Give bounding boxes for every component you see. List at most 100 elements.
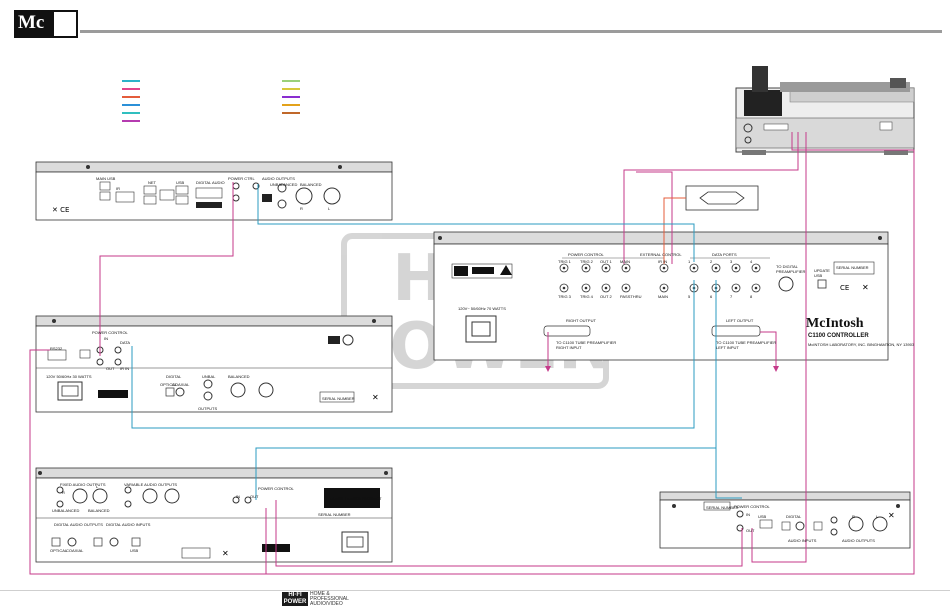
logo-text: Mc bbox=[18, 12, 45, 33]
panel-label: 120V 50/60Hz 30 WATTS bbox=[46, 374, 92, 379]
cable-data-dac bbox=[131, 280, 695, 429]
panel-label: USB bbox=[176, 180, 185, 185]
rca-jack-pin bbox=[604, 286, 608, 290]
left-output-note: TO C1100 TUBE PREAMPLIFIER LEFT INPUT bbox=[716, 340, 777, 350]
cables bbox=[29, 132, 915, 575]
panel-label: DIGITAL AUDIO bbox=[196, 180, 225, 185]
cable-data-streamer bbox=[257, 184, 695, 262]
legend-swatch bbox=[282, 96, 300, 98]
legend-swatch bbox=[122, 88, 140, 90]
rca-jack-pin bbox=[692, 266, 696, 270]
panel-label: R bbox=[62, 490, 65, 495]
panel-label: OUTPUTS bbox=[198, 406, 218, 411]
panel-label: L bbox=[96, 484, 99, 489]
footer-tag2: PROFESSIONAL bbox=[310, 596, 349, 602]
svg-text:✕ CE: ✕ CE bbox=[52, 206, 69, 214]
page-number-box bbox=[54, 12, 76, 36]
rca-jack-pin bbox=[584, 266, 588, 270]
svg-text:✕: ✕ bbox=[372, 393, 379, 402]
panel-label: COAXIAL bbox=[66, 548, 84, 553]
controller-jack-label: PASSTHRU bbox=[620, 294, 642, 299]
update-usb-label: UPDATE USB bbox=[814, 268, 830, 278]
panel-label: VARIABLE AUDIO OUTPUTS bbox=[124, 482, 178, 487]
rca-jack-pin bbox=[624, 286, 628, 290]
panel-label: IN bbox=[236, 494, 240, 499]
rca-jack-pin bbox=[624, 266, 628, 270]
panel-label: DIGITAL bbox=[166, 374, 182, 379]
header-rule bbox=[80, 30, 942, 33]
power-spec-label: 120V~ 50/60Hz 70 WATTS bbox=[458, 306, 506, 311]
panel-label: FIXED AUDIO OUTPUTS bbox=[60, 482, 106, 487]
rca-jack-pin bbox=[562, 286, 566, 290]
controller-brand: McIntosh bbox=[806, 316, 864, 331]
panel-label: AUDIO OUTPUTS bbox=[842, 538, 875, 543]
controller-jack-label: 3 bbox=[730, 259, 733, 264]
panel-label: MAIN USB bbox=[96, 176, 116, 181]
legend-swatch bbox=[122, 120, 140, 122]
panel-label: OPTICAL bbox=[50, 548, 68, 553]
panel-label: L bbox=[328, 206, 331, 211]
controller-jack-label: TRIG 1 bbox=[558, 259, 571, 264]
panel-label: R bbox=[300, 206, 303, 211]
rca-jack-pin bbox=[754, 286, 758, 290]
controller-jack-label: TRIG 3 bbox=[558, 294, 571, 299]
panel-label: POWER CONTROL bbox=[258, 486, 294, 491]
controller-jack-label: OUT 1 bbox=[600, 259, 612, 264]
controller-model: C1100 CONTROLLER bbox=[808, 333, 869, 339]
panel-label: BALANCED bbox=[300, 182, 322, 187]
panel-label: SERIAL NUMBER bbox=[318, 512, 351, 517]
right-output-label: RIGHT OUTPUT bbox=[566, 318, 596, 323]
serial-number-label: SERIAL NUMBER bbox=[836, 265, 869, 270]
controller-jack-label: 8 bbox=[750, 294, 753, 299]
mcintosh-logo: Mc bbox=[14, 10, 78, 38]
panel-label: AUDIO INPUTS bbox=[788, 538, 817, 543]
legend-swatch bbox=[122, 96, 140, 98]
panel-label: DIGITAL AUDIO OUTPUTS bbox=[54, 522, 103, 527]
panel-label: SERIAL NUMBER bbox=[322, 396, 355, 401]
panel-label: SERIAL NUMBER bbox=[706, 505, 739, 510]
legend-swatch bbox=[282, 80, 300, 82]
left-output-label: LEFT OUTPUT bbox=[726, 318, 754, 323]
controller-jack-label: 7 bbox=[730, 294, 733, 299]
rca-jack-pin bbox=[662, 266, 666, 270]
cable-trigger-outer bbox=[30, 132, 915, 575]
panel-label: AUDIO OUTPUTS bbox=[262, 176, 295, 181]
rca-jack-pin bbox=[662, 286, 666, 290]
legend-swatch bbox=[122, 112, 140, 114]
panel-label: BALANCED bbox=[228, 374, 250, 379]
cable-data-phono bbox=[715, 280, 742, 499]
power-control-label: POWER CONTROL bbox=[568, 252, 604, 257]
legend-swatch bbox=[122, 80, 140, 82]
to-digital-preamp-label: TO DIGITAL PREAMPLIFIER bbox=[776, 264, 806, 274]
controller-jack-label: MAIN bbox=[620, 259, 630, 264]
footer-rule bbox=[0, 590, 950, 591]
panel-label: IR bbox=[116, 186, 120, 191]
panel-label: POWER CONTROL bbox=[92, 330, 128, 335]
controller-jacks bbox=[559, 263, 761, 293]
panel-label: UNBAL bbox=[202, 374, 216, 379]
panel-label: CLASS 1 LASER PRODUCT bbox=[330, 496, 382, 501]
cd-player-rear-panel: ✕ bbox=[35, 467, 393, 563]
controller-jack-label: TRIG 2 bbox=[580, 259, 593, 264]
c1100-controller-rear-panel: CE ✕ bbox=[433, 231, 889, 361]
panel-label: OUT bbox=[106, 366, 115, 371]
svg-text:✕: ✕ bbox=[222, 549, 229, 558]
cable-external-control bbox=[663, 197, 686, 264]
external-control-label: EXTERNAL CONTROL bbox=[640, 252, 682, 257]
dac-rear-panel: ✕ bbox=[35, 315, 393, 413]
rca-jack-pin bbox=[714, 266, 718, 270]
legend-swatch bbox=[122, 104, 140, 106]
cable-trigger-streamer bbox=[99, 182, 234, 356]
controller-jack-label: 4 bbox=[750, 259, 753, 264]
cable-phono-power bbox=[275, 500, 743, 567]
panel-label: BALANCED bbox=[88, 508, 110, 513]
controller-jack-label: 5 bbox=[688, 294, 691, 299]
panel-label: IR IN bbox=[120, 366, 130, 371]
controller-jack-label: OUT 2 bbox=[600, 294, 612, 299]
cable-power-control-2 bbox=[636, 171, 673, 264]
svg-text:✕: ✕ bbox=[888, 511, 895, 520]
panel-label: DIGITAL bbox=[786, 514, 802, 519]
hifi-power-logo: HI·FI POWER bbox=[282, 592, 308, 606]
panel-label: IN bbox=[746, 512, 750, 517]
